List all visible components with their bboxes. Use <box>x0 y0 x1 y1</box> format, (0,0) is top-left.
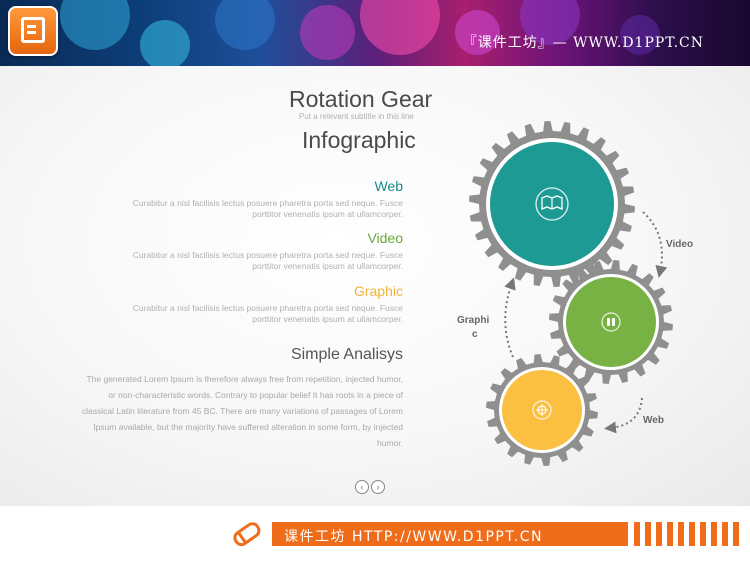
text-line: porttitor venenatis ipsum at ullamcorper… <box>252 209 403 219</box>
bokeh-light <box>455 10 500 55</box>
bokeh-light <box>215 0 275 50</box>
arrow-video <box>642 211 668 278</box>
gear-green <box>549 260 673 384</box>
prev-slide-button[interactable]: ‹ <box>355 480 369 494</box>
gear-label-video: Video <box>666 239 694 250</box>
section-graphic-text: Curabitur a nisl facilisis lectus posuer… <box>83 303 403 325</box>
text-line: Curabitur a nisl facilisis lectus posuer… <box>132 198 403 208</box>
text-line: or non-characteristic words. Contrary to… <box>108 390 403 400</box>
text-line: Curabitur a nisl facilisis lectus posuer… <box>132 250 403 260</box>
top-banner: 『课件工坊』— WWW.D1PPT.CN <box>0 0 750 66</box>
pencil-icon <box>233 522 261 547</box>
footer-bar <box>272 522 628 546</box>
footer-stripe <box>722 522 728 546</box>
gear-label-graphic-line: Graphi <box>457 315 490 326</box>
analysis-paragraph: The generated Lorem Ipsum is therefore a… <box>30 371 403 451</box>
target-icon <box>532 400 552 420</box>
footer-stripe <box>678 522 684 546</box>
text-line: The generated Lorem Ipsum is therefore a… <box>86 374 403 384</box>
gear-label-graphic-line: c <box>472 329 478 340</box>
footer-stripe <box>667 522 673 546</box>
gear-label-graphic: Graphi c <box>457 314 489 342</box>
footer-stripe <box>711 522 717 546</box>
page-title: Rotation Gear <box>289 86 433 112</box>
banner-site-text: 『课件工坊』— WWW.D1PPT.CN <box>462 35 704 51</box>
footer-stripe <box>645 522 651 546</box>
analysis-heading: Simple Analisys <box>290 346 403 363</box>
page-subtitle: Put a relevant subtitle in this line <box>299 112 414 121</box>
bokeh-light <box>300 5 355 60</box>
text-line: Curabitur a nisl facilisis lectus posuer… <box>132 303 403 313</box>
page-title-infographic: Infographic <box>302 127 416 153</box>
footer-stripe <box>656 522 662 546</box>
arrow-web <box>604 397 643 434</box>
next-slide-button[interactable]: › <box>371 480 385 494</box>
text-line: classical Latin literature from 45 BC. T… <box>81 406 403 416</box>
footer-stripe <box>733 522 739 546</box>
section-video-heading: Video <box>367 230 403 246</box>
pause-icon <box>601 312 621 332</box>
text-line: porttitor venenatis ipsum at ullamcorper… <box>252 314 403 324</box>
footer-stripe <box>689 522 695 546</box>
section-web-heading: Web <box>374 178 403 194</box>
gear-label-web: Web <box>643 415 664 426</box>
footer-link[interactable]: 课件工坊 HTTP://WWW.D1PPT.CN <box>284 529 543 545</box>
section-video-text: Curabitur a nisl facilisis lectus posuer… <box>83 250 403 272</box>
section-web-text: Curabitur a nisl facilisis lectus posuer… <box>83 198 403 220</box>
text-line: Ipsum available, but the majority have s… <box>93 422 403 432</box>
arrow-graphic <box>504 277 516 358</box>
footer-stripe <box>700 522 706 546</box>
text-line: porttitor venenatis ipsum at ullamcorper… <box>252 261 403 271</box>
bokeh-light <box>140 20 190 66</box>
presentation-doc-icon[interactable] <box>8 6 58 56</box>
section-graphic-heading: Graphic <box>353 283 403 299</box>
book-icon <box>535 187 569 221</box>
bokeh-light <box>620 15 660 55</box>
text-line: humor. <box>377 438 403 448</box>
footer-stripe <box>634 522 640 546</box>
